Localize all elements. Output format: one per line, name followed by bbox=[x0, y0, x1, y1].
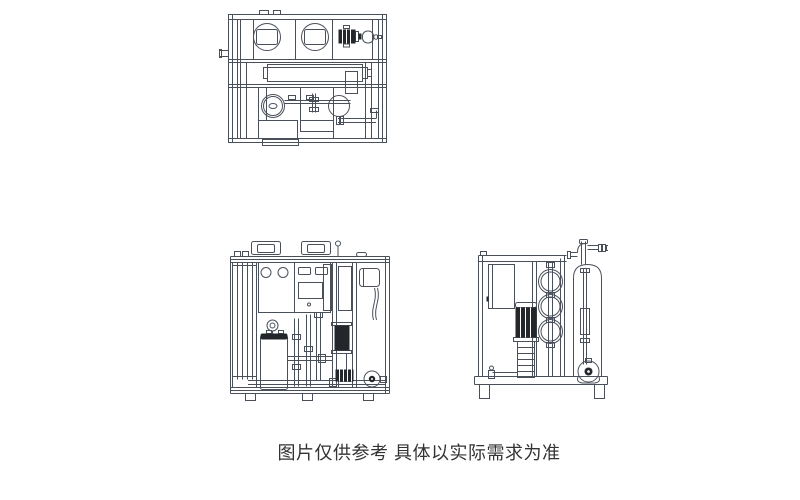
front-view-lineart bbox=[230, 240, 390, 401]
top-view-lineart bbox=[219, 10, 387, 146]
equipment-top-view-drawing bbox=[219, 9, 388, 147]
pump-motor-front-view bbox=[335, 369, 354, 382]
image-disclaimer-caption: 图片仅供参考 具体以实际需求为准 bbox=[277, 443, 561, 463]
uv-housing-front-view bbox=[334, 325, 350, 351]
side-view-lineart bbox=[474, 239, 608, 399]
equipment-front-view-drawing bbox=[228, 238, 390, 404]
equipment-side-view-drawing bbox=[474, 238, 608, 404]
vessel-cap-front-view bbox=[260, 333, 288, 340]
